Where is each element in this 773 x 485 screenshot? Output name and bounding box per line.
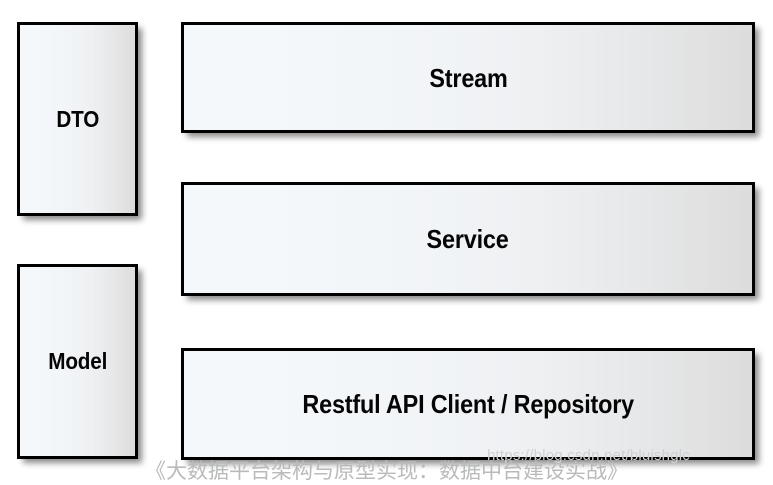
node-model[interactable]: Model — [17, 264, 138, 459]
node-service[interactable]: Service — [181, 182, 755, 296]
node-stream[interactable]: Stream — [181, 22, 755, 133]
node-dto-label: DTO — [56, 105, 99, 132]
node-dto[interactable]: DTO — [17, 22, 138, 216]
node-restful-api-client-repository-label: Restful API Client / Repository — [302, 389, 634, 419]
node-model-label: Model — [48, 348, 107, 374]
node-service-label: Service — [426, 224, 510, 254]
node-stream-label: Stream — [428, 62, 508, 93]
node-restful-api-client-repository[interactable]: Restful API Client / Repository — [181, 348, 755, 460]
